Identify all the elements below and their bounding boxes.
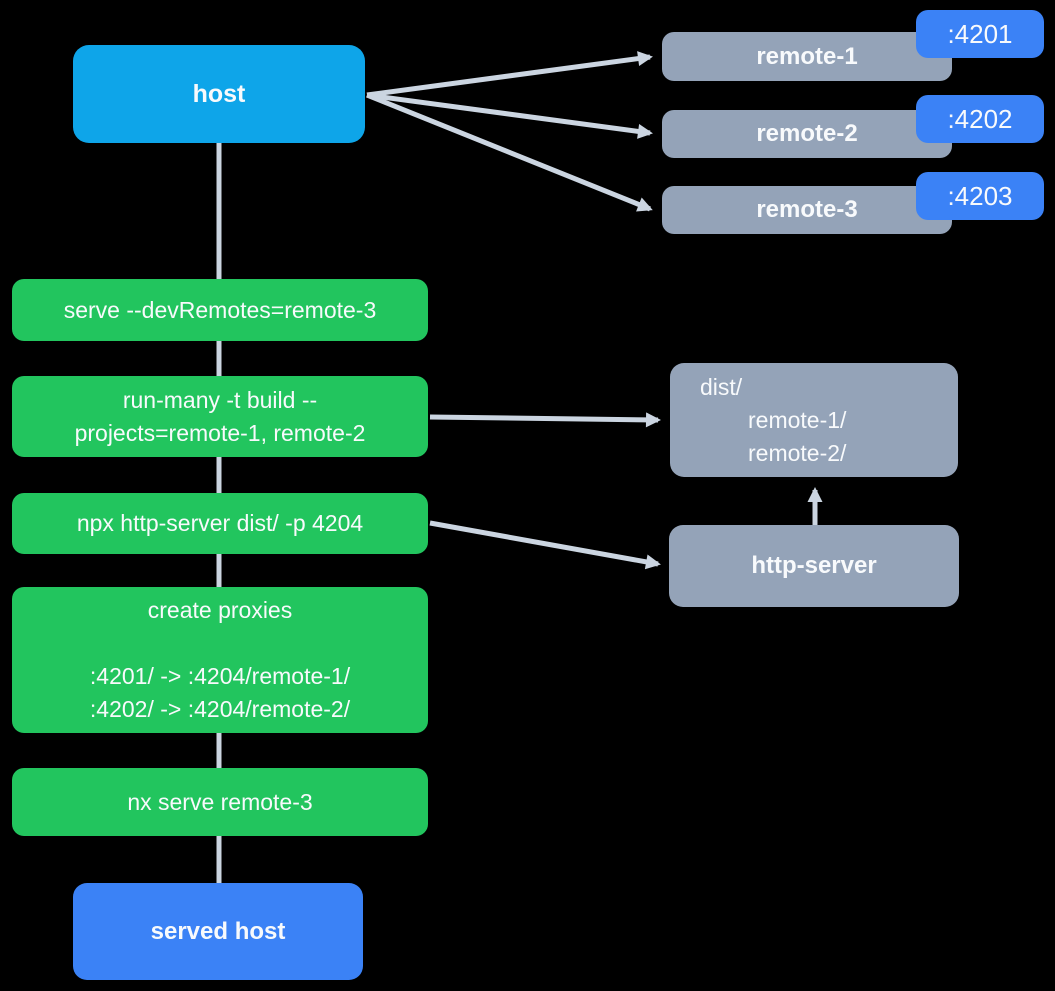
edge-host-remote-3 xyxy=(366,92,653,212)
command-nx-serve-remote-3: nx serve remote-3 xyxy=(12,768,428,836)
dist-root-label: dist/ xyxy=(700,373,743,400)
http-server-node: http-server xyxy=(669,525,959,607)
remote-1-node: remote-1 xyxy=(662,32,952,81)
edge-host-remote-1 xyxy=(366,51,653,98)
served-host-node: served host xyxy=(73,883,363,980)
port-badge-4201: :4201 xyxy=(916,10,1044,58)
http-server-label: http-server xyxy=(751,552,877,579)
create-proxies-title: create proxies xyxy=(147,597,293,623)
served-host-label: served host xyxy=(150,917,286,945)
proxy-mapping-4201: :4201/ -> :4204/remote-1/ xyxy=(89,663,351,689)
command-serve-dev-remotes: serve --devRemotes=remote-3 xyxy=(12,279,428,341)
port-4203-label: :4203 xyxy=(947,180,1013,211)
remote-2-label: remote-2 xyxy=(756,120,858,147)
edge-host-remote-2 xyxy=(366,92,653,139)
port-4202-label: :4202 xyxy=(947,103,1013,134)
remote-1-label: remote-1 xyxy=(756,42,858,70)
command-nx-serve-line: nx serve remote-3 xyxy=(127,788,313,815)
command-create-proxies: create proxies :4201/ -> :4204/remote-1/… xyxy=(12,587,428,733)
port-badge-4203: :4203 xyxy=(916,172,1044,220)
remote-2-node: remote-2 xyxy=(662,110,952,158)
command-npx-http-server: npx http-server dist/ -p 4204 xyxy=(12,493,428,554)
command-run-many-build: run-many -t build -- projects=remote-1, … xyxy=(12,376,428,457)
edge-npx-http-server xyxy=(429,520,661,570)
edge-build-dist xyxy=(429,412,661,428)
command-run-many-line-1: run-many -t build -- xyxy=(122,386,318,413)
host-label: host xyxy=(192,79,246,108)
proxy-mapping-4202: :4202/ -> :4204/remote-2/ xyxy=(89,696,351,722)
port-badge-4202: :4202 xyxy=(916,95,1044,143)
remote-3-node: remote-3 xyxy=(662,186,952,234)
dist-folder-node: dist/ remote-1/ remote-2/ xyxy=(670,363,958,477)
command-npx-line: npx http-server dist/ -p 4204 xyxy=(76,510,364,536)
remote-3-label: remote-3 xyxy=(756,196,858,223)
command-serve-line: serve --devRemotes=remote-3 xyxy=(63,296,377,323)
dist-remote-1-label: remote-1/ xyxy=(748,406,847,433)
host-node: host xyxy=(73,45,365,143)
port-4201-label: :4201 xyxy=(947,18,1013,49)
command-run-many-line-2: projects=remote-1, remote-2 xyxy=(74,419,366,446)
dist-remote-2-label: remote-2/ xyxy=(748,439,847,466)
